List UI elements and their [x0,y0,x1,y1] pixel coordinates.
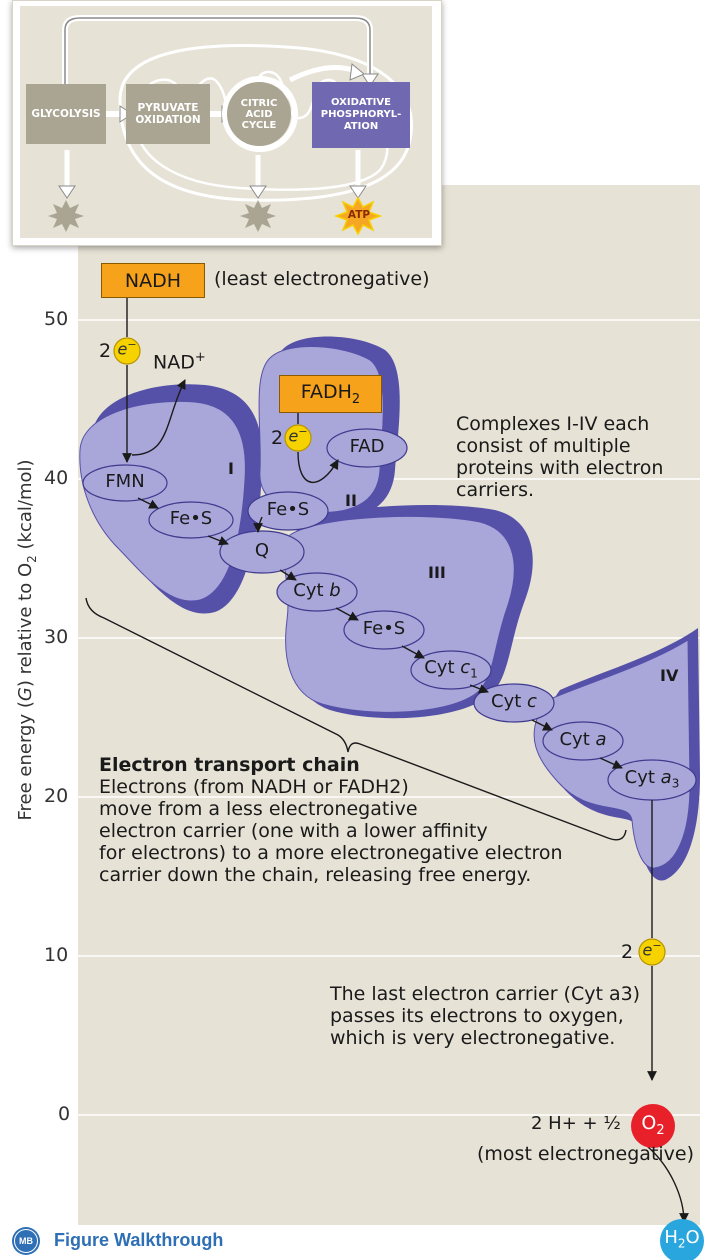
glycolysis-box: GLYCOLYSIS [26,84,106,144]
oxygen-equation-prefix: 2 H+ + ½ [531,1113,621,1134]
complex-iii-label: III [428,563,446,582]
nad-plus-label: NAD+ [153,350,206,374]
electron-count-nadh: 2 [99,340,112,362]
fmn-carrier [82,464,168,502]
atp-label: ATP [347,209,371,221]
fadh2-label: FADH2 [300,381,361,407]
citric-circle: CITRIC ACID CYCLE [227,82,291,146]
tick-50: 50 [44,308,69,330]
atp-burst-oxphos [333,196,383,236]
pyruvate-label-1: PYRUVATE [137,102,199,114]
cyt-c1-label: Cyt c1 [424,657,478,681]
pyruvate-box: PYRUVATE OXIDATION [126,84,210,144]
etc-heading: Electron transport chain [99,754,360,776]
tick-10: 10 [44,944,69,966]
fes-label-iii: Fe•S [362,618,406,639]
oxphos-label-3: ATION [343,121,379,132]
fad-carrier [326,428,408,468]
complex-iv-label: IV [660,666,679,685]
cyt-a3-label: Cyt a3 [624,767,680,791]
electron-symbol-nadh: e− [117,338,137,359]
figure-walkthrough-link[interactable]: Figure Walkthrough [54,1230,224,1250]
cyt-b-label: Cyt b [293,580,341,601]
water-label: H2O [664,1227,700,1251]
nadh-box: NADH [101,263,205,298]
fes-carrier-ii [247,491,329,531]
oxygen-label: O2 [641,1112,665,1138]
atp-burst-glycolysis [48,200,84,232]
fad-label: FAD [349,436,385,457]
electron-token-fadh2 [284,424,312,452]
complex-note: Complexes I-IV each consist of multiple … [456,413,664,501]
glycolysis-label: GLYCOLYSIS [31,108,101,120]
electron-symbol-final: e− [642,939,662,960]
cyt-c1-carrier [410,650,492,690]
citric-label-3: CYCLE [241,119,277,131]
citric-label-1: CITRIC [240,97,278,109]
tick-20: 20 [44,785,69,807]
electron-count-fadh2: 2 [271,427,284,449]
mb-badge[interactable]: MB [12,1227,40,1255]
nadh-note: (least electronegative) [214,268,430,290]
complex-i-label: I [228,459,234,478]
q-label: Q [254,540,270,561]
nadh-label: NADH [124,269,182,292]
electron-token-final [638,938,666,966]
fes-label-ii: Fe•S [266,499,310,520]
cyt-b-carrier [276,572,358,612]
oxphos-label-2: PHOSPHORYL- [320,109,402,120]
tick-40: 40 [44,467,69,489]
oxygen-note: (most electronegative) [477,1143,695,1165]
electron-symbol-fadh2: e− [288,425,308,446]
fes-label-i: Fe•S [169,508,213,529]
overview-diagram [48,15,413,236]
fes-carrier-i [148,501,234,539]
fes-carrier-iii [343,610,425,650]
complex-i [79,384,263,614]
etc-description: Electron transport chain Electrons (from… [99,754,563,886]
water-circle [660,1219,704,1260]
oxphos-box: OXIDATIVE PHOSPHORYL- ATION [312,82,410,148]
cyt-c-label: Cyt c [491,691,537,712]
electron-count-final: 2 [621,941,634,963]
citric-label-2: ACID [245,108,273,120]
tick-0: 0 [58,1103,71,1125]
electron-token-nadh [113,337,141,365]
oxygen-circle [631,1104,675,1148]
atp-burst-citric [240,200,276,232]
tick-30: 30 [44,626,69,648]
fmn-label: FMN [105,471,145,492]
cyt-c-carrier [473,683,555,723]
oxphos-label-1: OXIDATIVE [331,97,391,108]
last-carrier-note: The last electron carrier (Cyt a3) passe… [330,983,641,1049]
etc-bracket [85,597,627,841]
complex-ii-label: II [345,491,357,510]
cyt-a-label: Cyt a [559,729,607,750]
cyt-a-carrier [542,721,624,761]
fadh2-box: FADH2 [279,375,382,413]
pyruvate-label-2: OXIDATION [135,114,201,126]
